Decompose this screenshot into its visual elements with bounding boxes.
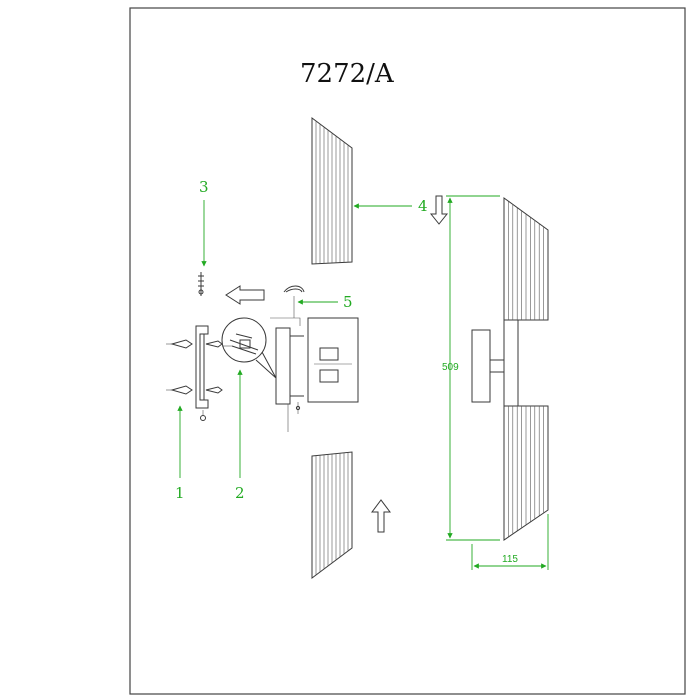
callout-4-label: 4 bbox=[418, 197, 428, 215]
sheet-border bbox=[129, 7, 686, 695]
width-dimension: 115 bbox=[471, 514, 549, 570]
left-arrow-icon bbox=[225, 285, 265, 305]
up-arrow-icon bbox=[371, 499, 391, 533]
height-dimension: 509 bbox=[442, 195, 500, 541]
bracket-screw-bottom bbox=[205, 386, 223, 394]
top-screw bbox=[198, 272, 204, 296]
bracket-screw-top bbox=[205, 340, 223, 348]
canopy-body bbox=[270, 317, 304, 432]
upper-shade bbox=[311, 117, 353, 265]
lamp-body bbox=[307, 317, 359, 403]
callout-3-label: 3 bbox=[199, 178, 209, 196]
wire-connector-detail bbox=[221, 317, 277, 379]
callout-5-label: 5 bbox=[343, 293, 353, 311]
callout-1: 1 bbox=[175, 405, 185, 502]
small-nut bbox=[200, 410, 206, 421]
wall-bracket bbox=[195, 325, 209, 409]
callout-1-label: 1 bbox=[175, 484, 185, 502]
wall-anchor-bottom bbox=[166, 385, 193, 395]
callout-4: 4 bbox=[353, 197, 428, 215]
lower-shade bbox=[311, 451, 353, 579]
wall-anchor-top bbox=[166, 339, 193, 349]
callout-3: 3 bbox=[199, 178, 209, 267]
callout-2: 2 bbox=[235, 369, 245, 502]
height-value: 509 bbox=[442, 362, 459, 373]
assembled-lamp bbox=[471, 197, 549, 541]
down-arrow-icon bbox=[429, 195, 449, 225]
retaining-clip bbox=[283, 285, 305, 318]
callout-5: 5 bbox=[297, 293, 353, 311]
model-title: 7272/A bbox=[300, 59, 395, 89]
callout-2-label: 2 bbox=[235, 484, 245, 502]
width-value: 115 bbox=[502, 554, 518, 565]
